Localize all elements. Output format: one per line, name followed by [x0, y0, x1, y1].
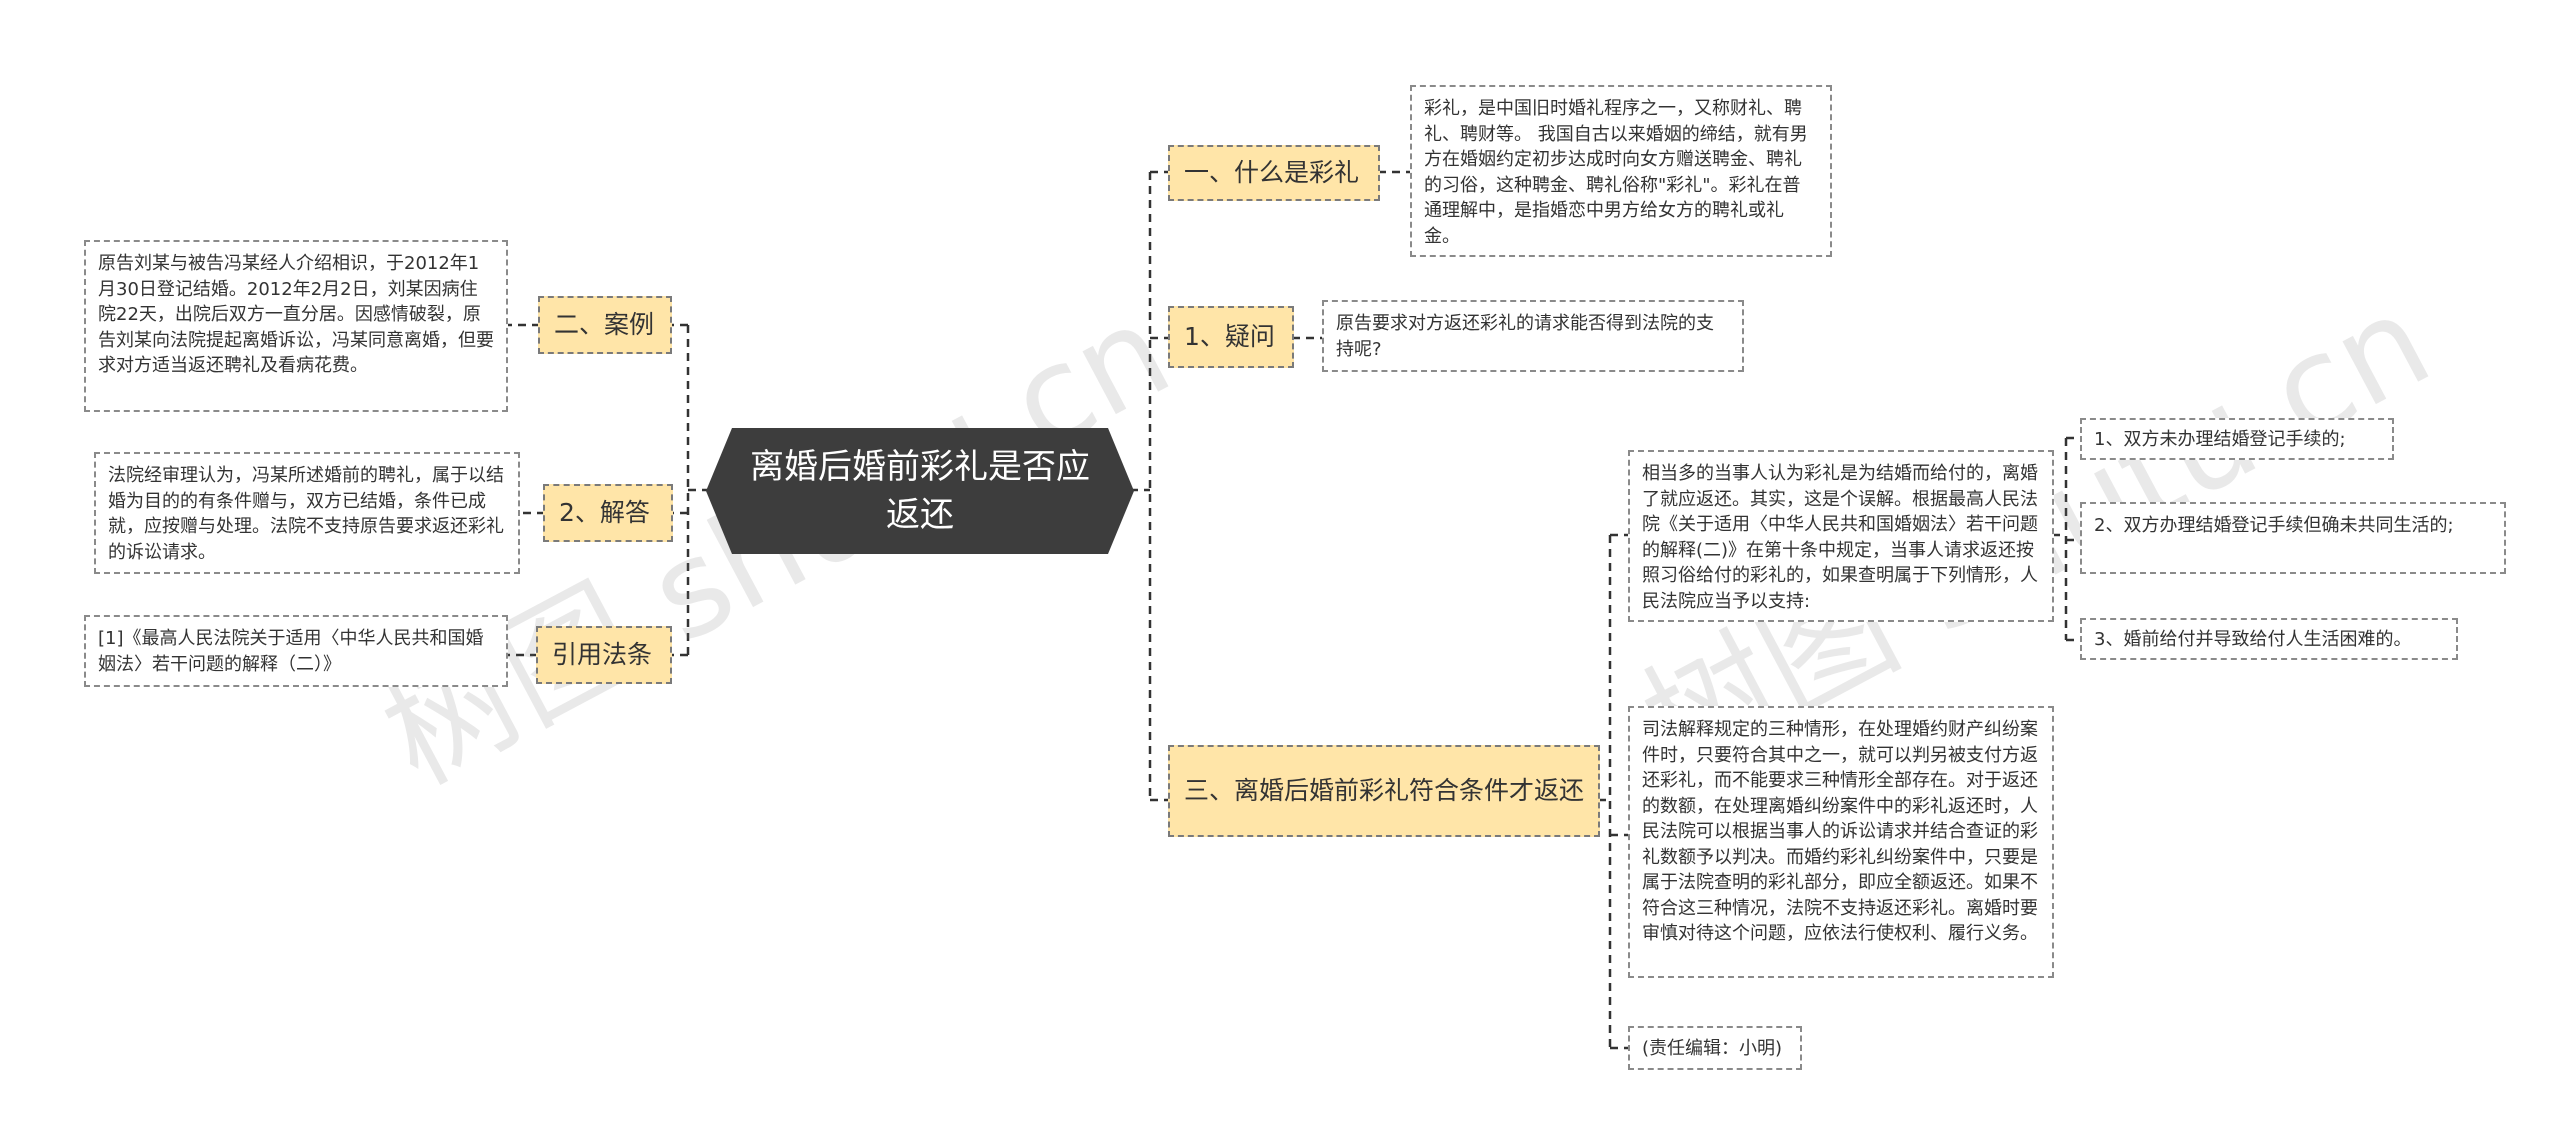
leaf-legal-basis[interactable]: 相当多的当事人认为彩礼是为结婚而给付的，离婚了就应返还。其实，这是个误解。根据最… [1628, 450, 2054, 622]
branch-what-is-caili[interactable]: 一、什么是彩礼 [1168, 145, 1380, 201]
leaf-editor-note[interactable]: (责任编辑：小明) [1628, 1026, 1802, 1070]
leaf-judicial-explanation[interactable]: 司法解释规定的三种情形，在处理婚约财产纠纷案件时，只要符合其中之一，就可以判另被… [1628, 706, 2054, 978]
condition-item-1[interactable]: 1、双方未办理结婚登记手续的; [2080, 418, 2394, 460]
leaf-cited-law-text[interactable]: [1]《最高人民法院关于适用〈中华人民共和国婚姻法〉若干问题的解释（二）》 [84, 615, 508, 687]
condition-item-2[interactable]: 2、双方办理结婚登记手续但确未共同生活的; [2080, 502, 2506, 574]
leaf-case-text[interactable]: 原告刘某与被告冯某经人介绍相识，于2012年1月30日登记结婚。2012年2月2… [84, 240, 508, 412]
root-topic[interactable]: 离婚后婚前彩礼是否应返还 [706, 428, 1134, 554]
branch-question[interactable]: 1、疑问 [1168, 306, 1294, 368]
leaf-question-text[interactable]: 原告要求对方返还彩礼的请求能否得到法院的支持呢? [1322, 300, 1744, 372]
condition-item-3[interactable]: 3、婚前给付并导致给付人生活困难的。 [2080, 618, 2458, 660]
leaf-answer-text[interactable]: 法院经审理认为，冯某所述婚前的聘礼，属于以结婚为目的的有条件赠与，双方已结婚，条… [94, 452, 520, 574]
branch-answer[interactable]: 2、解答 [543, 484, 673, 542]
branch-return-conditions[interactable]: 三、离婚后婚前彩礼符合条件才返还 [1168, 745, 1600, 837]
branch-cited-law[interactable]: 引用法条 [536, 626, 672, 684]
branch-case[interactable]: 二、案例 [538, 296, 672, 354]
leaf-caili-definition[interactable]: 彩礼，是中国旧时婚礼程序之一，又称财礼、聘礼、聘财等。 我国自古以来婚姻的缔结，… [1410, 85, 1832, 257]
